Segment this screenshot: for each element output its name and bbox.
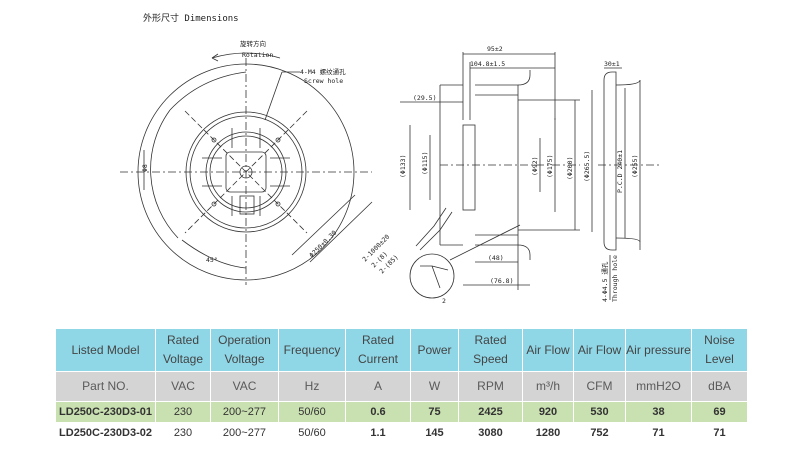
dim-29-label: (29.5): [413, 94, 436, 102]
angle-label: 45°: [206, 256, 218, 264]
section-title: 外形尺寸 Dimensions: [143, 14, 239, 24]
part-number-cell: LD250C-230D3-02: [55, 422, 156, 444]
phi115-label: (Φ115): [421, 152, 429, 175]
table-cell: 1280: [522, 422, 574, 444]
header-cell: Noise Level: [691, 328, 748, 372]
table-cell: 200~277: [210, 422, 279, 444]
table-cell: 50/60: [278, 401, 346, 423]
table-header-row: Listed Model Rated Voltage Operation Vol…: [55, 328, 748, 372]
unit-cell: RPM: [458, 371, 523, 402]
table-cell: 69: [691, 401, 748, 423]
table-cell: 38: [625, 401, 692, 423]
dim-95-label: 95±2: [487, 45, 503, 53]
phi92-label: (Φ92): [531, 156, 539, 176]
phi175-label: (Φ175): [546, 155, 554, 178]
header-cell: Rated Speed: [458, 328, 523, 372]
table-cell: 230: [155, 422, 211, 444]
through-hole-label-cn: 4-Φ4.5 通孔: [600, 261, 609, 302]
pcd-label: P.C.D 240±1: [616, 150, 624, 193]
unit-cell: Hz: [278, 371, 346, 402]
dim-48-label: (48): [488, 254, 504, 262]
table-row: LD250C-230D3-01 230 200~277 50/60 0.6 75…: [55, 401, 748, 423]
table-cell: 200~277: [210, 401, 279, 423]
header-cell: Rated Voltage: [155, 328, 211, 372]
header-cell: Listed Model: [55, 328, 156, 372]
unit-cell: CFM: [573, 371, 626, 402]
header-cell: Air pressure: [625, 328, 692, 372]
phi265-label: (Φ265.5): [583, 151, 591, 182]
table-cell: 752: [573, 422, 626, 444]
unit-cell: Part NO.: [55, 371, 156, 402]
rotation-label-en: Rotation: [242, 51, 273, 59]
unit-cell: m³/h: [522, 371, 574, 402]
table-cell: 1.1: [345, 422, 411, 444]
unit-cell: A: [345, 371, 411, 402]
header-cell: Frequency: [278, 328, 346, 372]
header-cell: Air Flow: [522, 328, 574, 372]
part-number-cell: LD250C-230D3-01: [55, 401, 156, 423]
spec-table: Listed Model Rated Voltage Operation Vol…: [55, 328, 748, 444]
rotation-label-cn: 旋转方向: [240, 39, 266, 48]
header-cell: Operation Voltage: [210, 328, 279, 372]
phi133-label: (Φ133): [399, 155, 407, 178]
header-cell: Air Flow: [573, 328, 626, 372]
table-cell: 230: [155, 401, 211, 423]
table-cell: 50/60: [278, 422, 346, 444]
dim-104-label: 104.8±1.5: [470, 60, 505, 68]
phi250-label: Φ250±0.30: [308, 229, 339, 260]
header-cell: Power: [410, 328, 459, 372]
screw-hole-label-en: Screw hole: [304, 77, 343, 85]
dim-30-label: 30±1: [604, 60, 620, 68]
dim-2-label: 2: [442, 297, 446, 305]
front-view: [120, 52, 373, 285]
unit-cell: mmH2O: [625, 371, 692, 402]
table-cell: 920: [522, 401, 574, 423]
table-cell: 71: [691, 422, 748, 444]
dim-76-label: (76.8): [490, 277, 513, 285]
phi255-label: (Φ255): [631, 155, 639, 178]
table-cell: 0.6: [345, 401, 411, 423]
table-row: LD250C-230D3-02 230 200~277 50/60 1.1 14…: [55, 422, 748, 444]
table-cell: 71: [625, 422, 692, 444]
table-cell: 2425: [458, 401, 523, 423]
unit-cell: VAC: [210, 371, 279, 402]
phi-left-label: Φ8: [141, 164, 149, 172]
unit-cell: W: [410, 371, 459, 402]
dimension-drawing: 旋转方向 Rotation 4-M4 螺纹通孔 Screw hole Φ250±…: [120, 39, 660, 305]
side-view: [400, 52, 580, 299]
table-cell: 75: [410, 401, 459, 423]
table-cell: 530: [573, 401, 626, 423]
header-cell: Rated Current: [345, 328, 411, 372]
unit-cell: VAC: [155, 371, 211, 402]
table-cell: 145: [410, 422, 459, 444]
table-cell: 3080: [458, 422, 523, 444]
phi200-label: (Φ200): [566, 157, 574, 180]
through-hole-label-en: Through hole: [611, 255, 619, 302]
screw-hole-label-cn: 4-M4 螺纹通孔: [300, 67, 346, 76]
table-units-row: Part NO. VAC VAC Hz A W RPM m³/h CFM mmH…: [55, 371, 748, 402]
unit-cell: dBA: [691, 371, 748, 402]
profile-view: [591, 67, 660, 300]
